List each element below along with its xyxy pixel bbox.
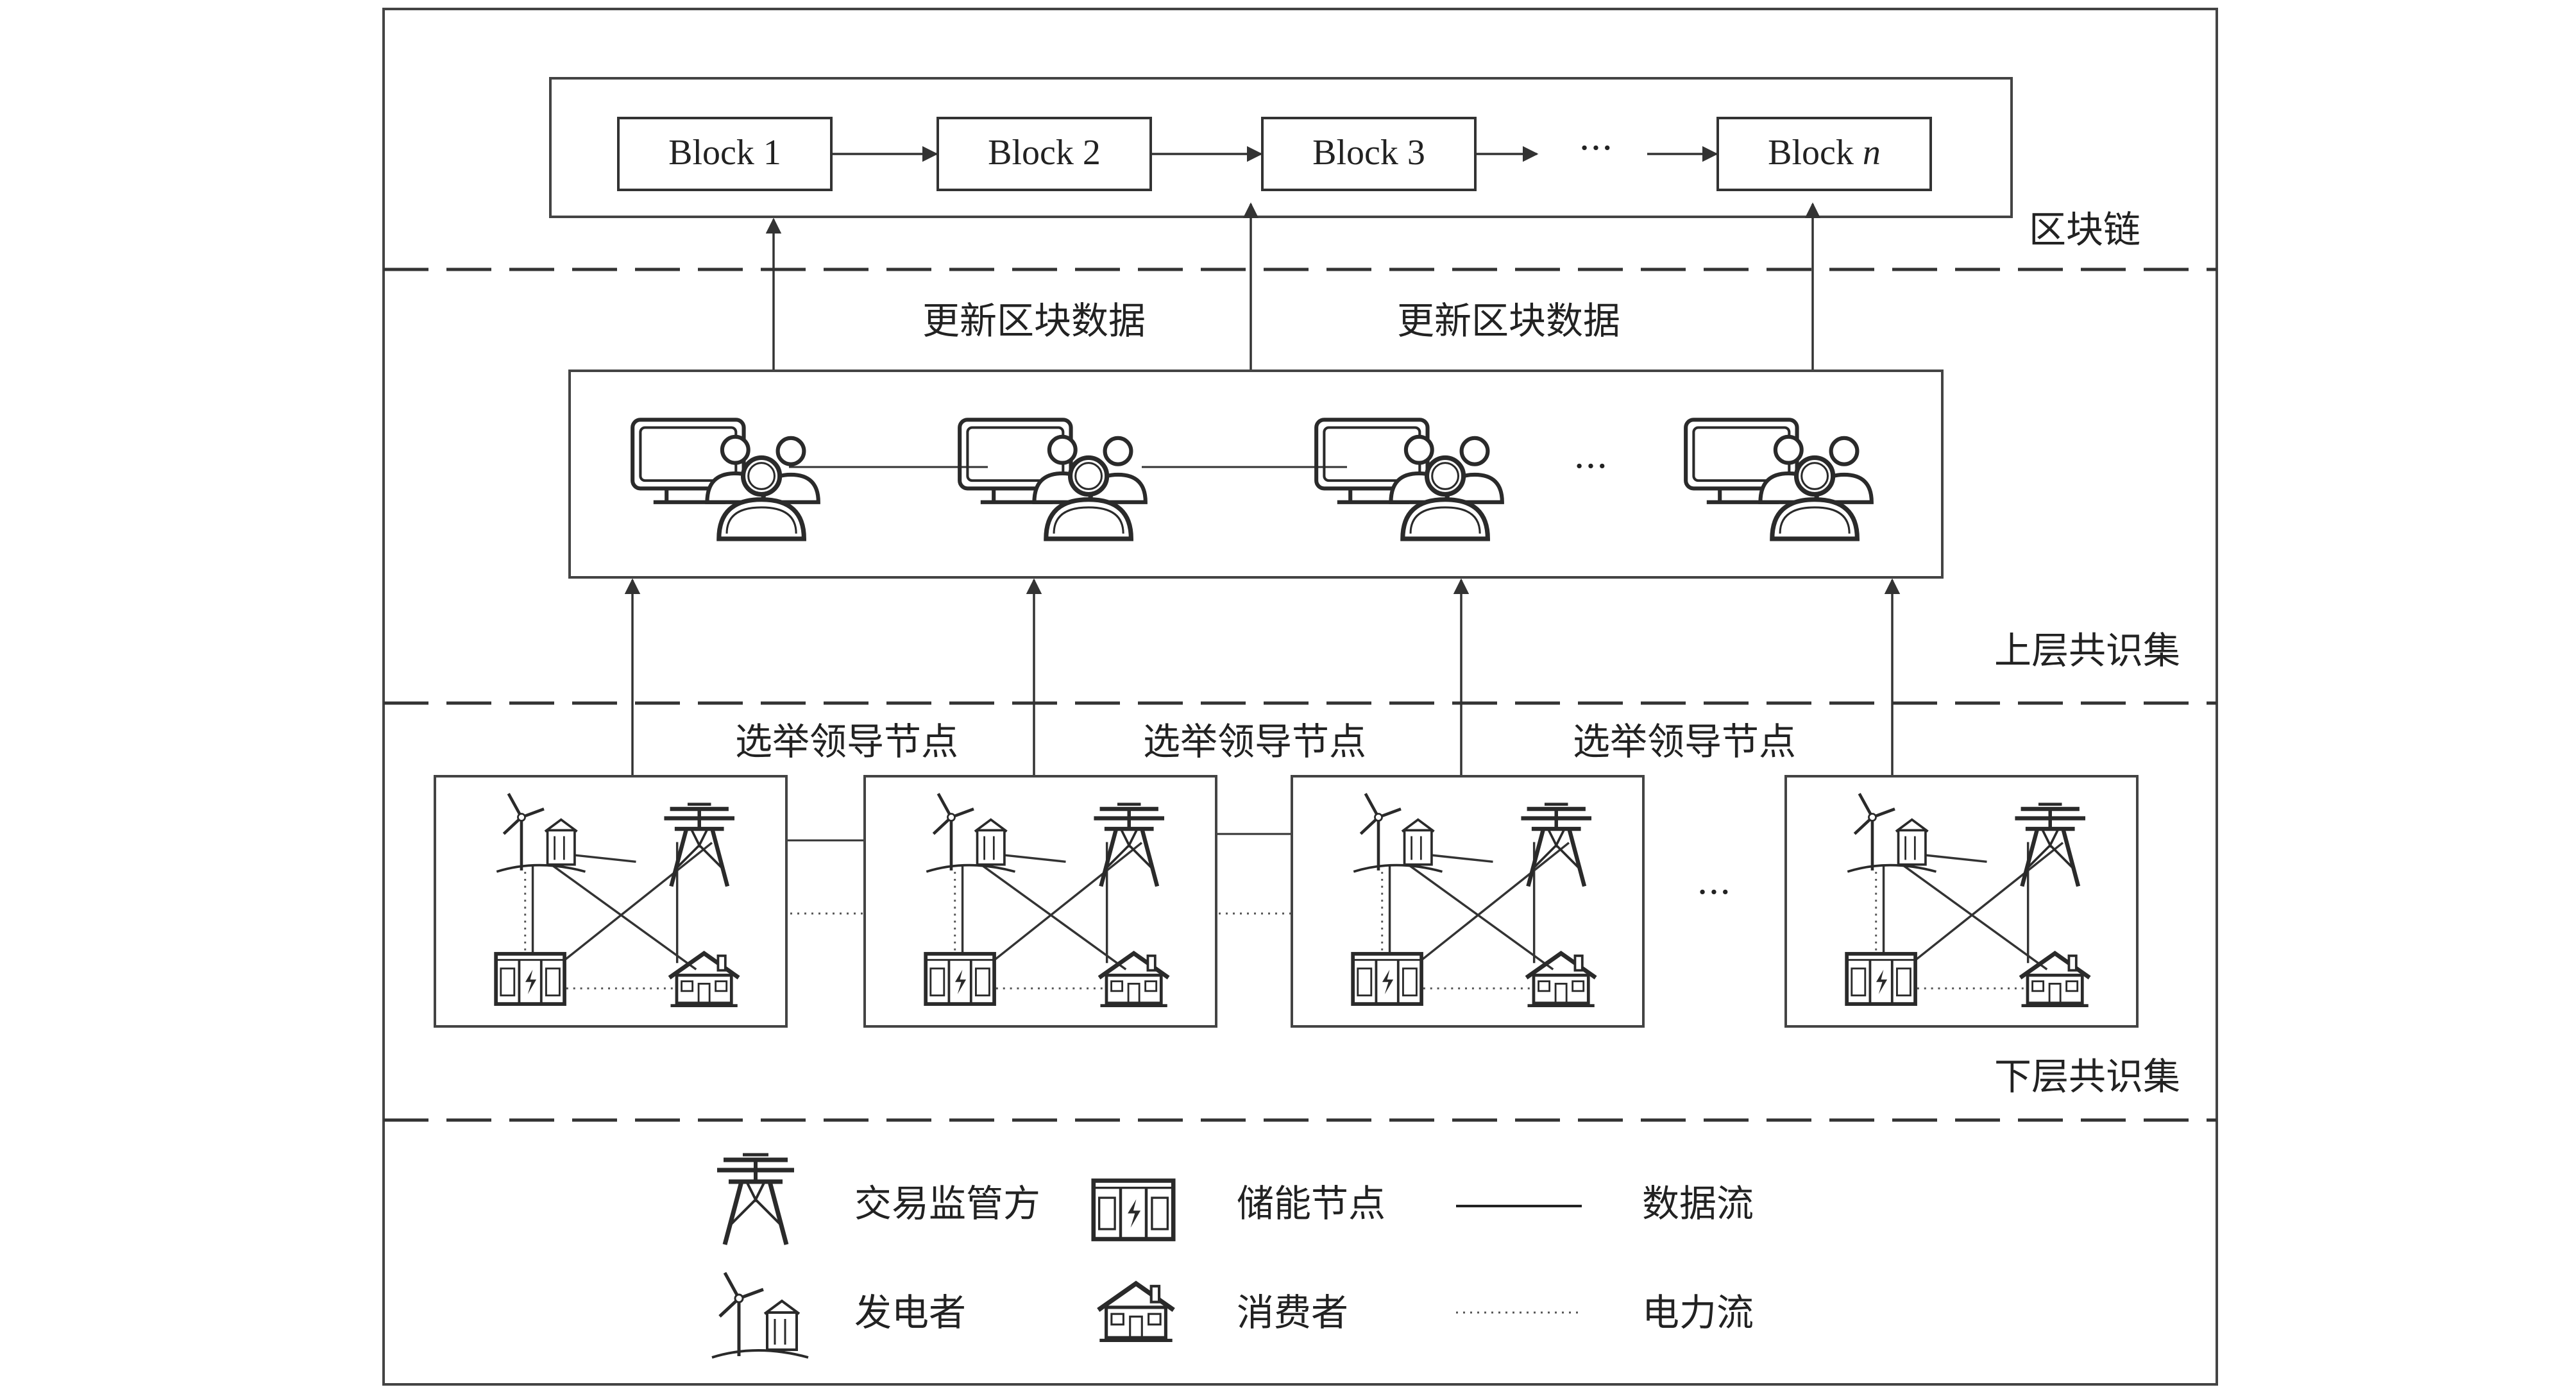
cluster-2 [863,775,1217,1028]
legend-storage-icon [1094,1180,1173,1239]
legend-power-flow-label: 电力流 [1642,1291,1754,1334]
lower-ellipsis: ··· [1697,872,1731,914]
legend-regulator-label: 交易监管方 [854,1182,1040,1225]
group-node-icon-3 [1316,420,1502,539]
label-update-block-data-1: 更新区块数据 [922,299,1146,343]
blockchain-container [549,77,2013,218]
layer-label-lower-consensus: 下层共识集 [1994,1055,2180,1098]
legend-generator-icon [712,1273,808,1357]
block-2-label: Block 2 [988,133,1101,173]
block-n-prefix: Block [1768,133,1863,173]
block-n-italic: n [1863,133,1881,173]
legend-data-flow-label: 数据流 [1642,1182,1754,1225]
block-n-label: Block n [1768,133,1881,173]
group-node-icon-2 [960,420,1146,539]
label-elect-leader-2: 选举领导节点 [1143,720,1366,763]
legend-consumer-icon [1098,1284,1174,1341]
legend: 交易监管方 储能节点 数据流 发电者 消费者 电力流 [712,1155,1754,1357]
legend-regulator-icon [717,1155,794,1245]
block-3: Block 3 [1261,117,1477,191]
cluster-3 [1291,775,1645,1028]
block-2: Block 2 [936,117,1152,191]
label-elect-leader-1: 选举领导节点 [735,720,958,763]
layer-label-blockchain: 区块链 [2029,208,2140,251]
upper-consensus-container [568,370,1944,579]
outer-frame [382,8,2218,1386]
group-node-icon-4 [1686,420,1872,539]
cluster-4 [1784,775,2139,1028]
label-update-block-data-2: 更新区块数据 [1397,299,1620,343]
cluster-1 [434,775,788,1028]
block-1-label: Block 1 [668,133,781,173]
blocks-ellipsis: ··· [1579,128,1613,169]
legend-consumer-label: 消费者 [1237,1291,1348,1334]
label-elect-leader-3: 选举领导节点 [1573,720,1796,763]
layer-label-upper-consensus: 上层共识集 [1994,629,2180,672]
block-n: Block n [1716,117,1932,191]
block-3-label: Block 3 [1312,133,1425,173]
block-1: Block 1 [617,117,833,191]
group-node-icon-1 [632,420,818,539]
legend-storage-label: 储能节点 [1237,1182,1385,1225]
upper-ellipsis: ··· [1573,446,1607,488]
legend-generator-label: 发电者 [854,1291,966,1334]
